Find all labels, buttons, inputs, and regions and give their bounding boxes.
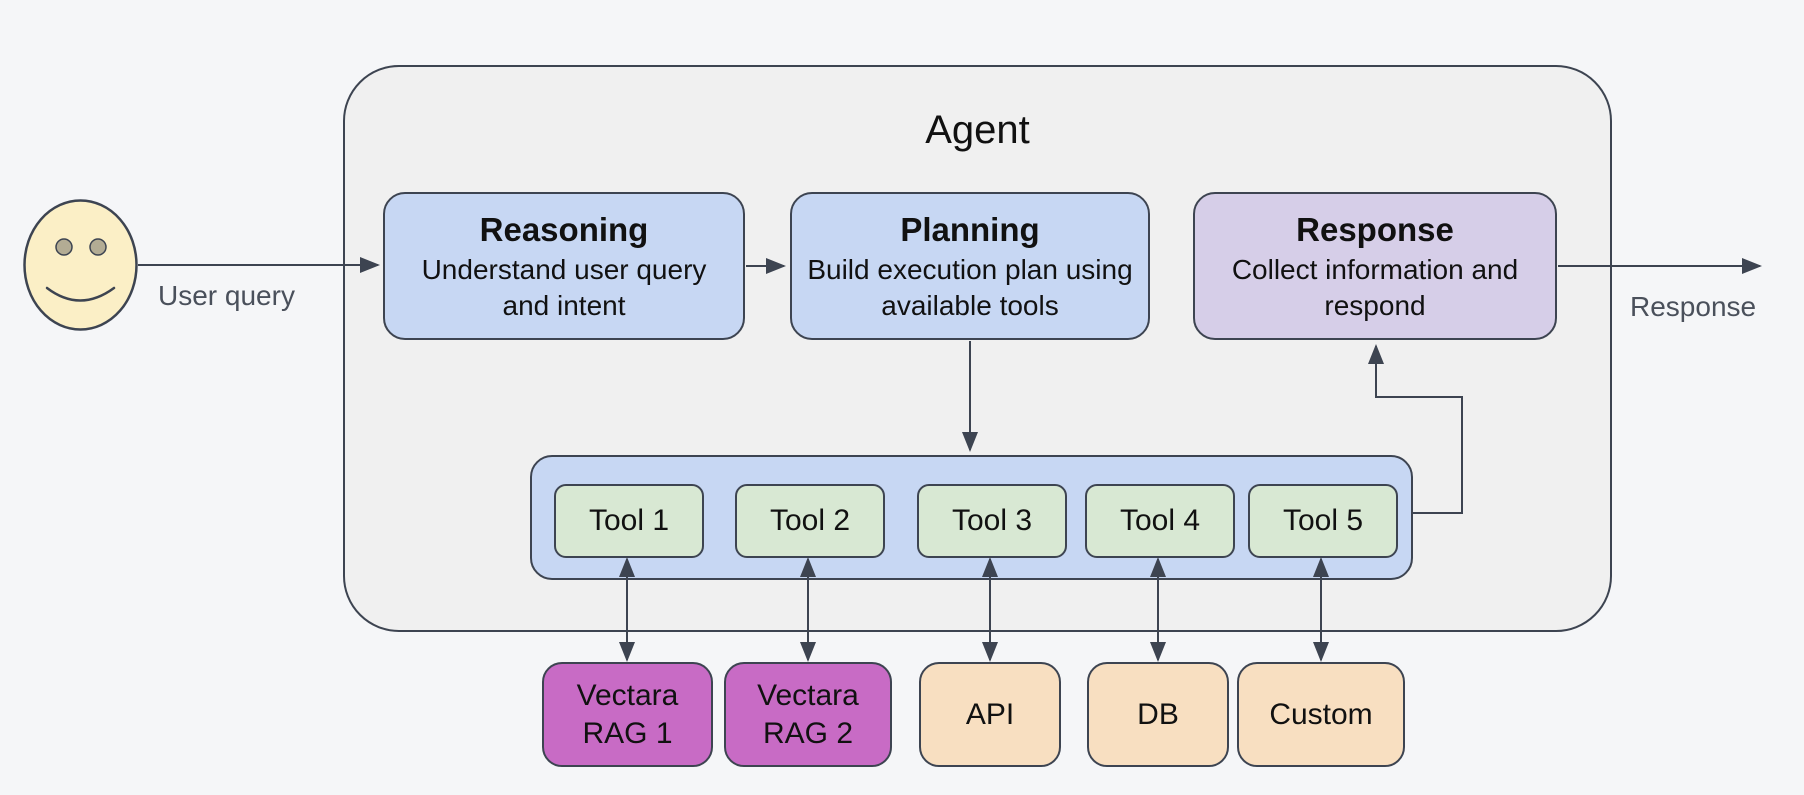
- planning-description: Build execution plan using available too…: [807, 254, 1133, 321]
- db-box: DB: [1087, 662, 1229, 767]
- response-output-label: Response: [1630, 291, 1757, 322]
- tools-container: Tool 1 Tool 2 Tool 3 Tool 4 Tool 5: [530, 455, 1413, 580]
- response-description: Collect information and respond: [1231, 254, 1519, 321]
- tool-4-box: Tool 4: [1085, 484, 1235, 558]
- tool-3-box: Tool 3: [917, 484, 1067, 558]
- tool-2-box: Tool 2: [735, 484, 885, 558]
- tool-1-box: Tool 1: [554, 484, 704, 558]
- planning-title: Planning: [900, 211, 1040, 248]
- custom-box: Custom: [1237, 662, 1405, 767]
- right-eye: [89, 238, 107, 256]
- user-query-label: User query: [158, 280, 295, 311]
- api-box: API: [919, 662, 1061, 767]
- smile: [45, 286, 116, 302]
- agent-title: Agent: [925, 108, 1030, 152]
- response-title: Response: [1296, 211, 1454, 248]
- reasoning-description: Understand user query and intent: [421, 254, 707, 321]
- reasoning-box: Reasoning Understand user query and inte…: [383, 192, 745, 340]
- response-box: Response Collect information and respond: [1193, 192, 1557, 340]
- vectara-rag-2-box: Vectara RAG 2: [724, 662, 892, 767]
- user-face-icon: [23, 199, 138, 331]
- planning-box: Planning Build execution plan using avai…: [790, 192, 1150, 340]
- reasoning-title: Reasoning: [479, 211, 649, 248]
- left-eye: [55, 238, 73, 256]
- tool-5-box: Tool 5: [1248, 484, 1398, 558]
- vectara-rag-1-box: Vectara RAG 1: [542, 662, 713, 767]
